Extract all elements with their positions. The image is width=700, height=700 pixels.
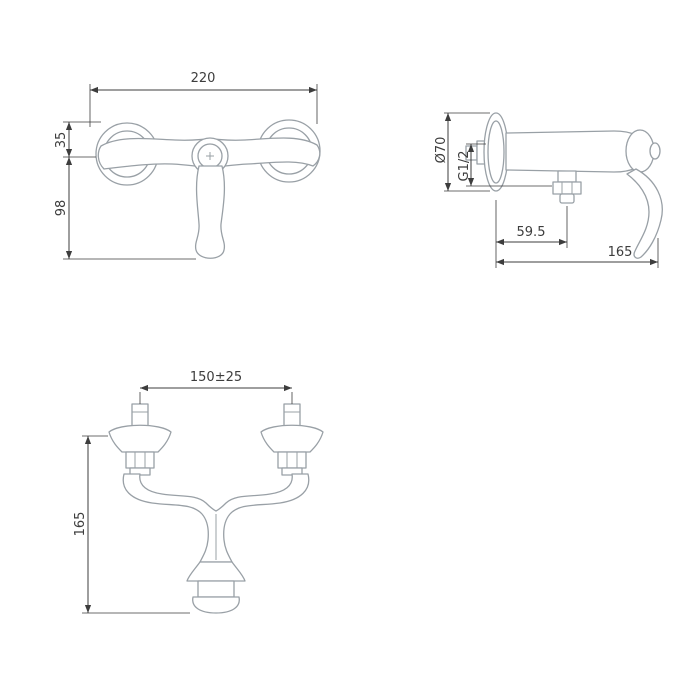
side-view-dimensions: Ø70 G1/2 59.5 165	[434, 112, 659, 268]
dim-thread-label: G1/2	[457, 151, 472, 182]
right-escutcheon-cup	[260, 424, 324, 453]
dim-centers-label: 150±25	[190, 370, 242, 385]
dim-height-label: 165	[73, 512, 88, 537]
spout-cylinder	[197, 580, 235, 598]
spout-bell	[186, 561, 246, 582]
dim-diameter-label: Ø70	[434, 137, 449, 164]
dim-drop-label: 98	[54, 200, 69, 217]
side-lever	[626, 168, 663, 259]
front-view: 220 35 98	[54, 71, 321, 260]
flange-inner	[487, 120, 505, 184]
outlet-neck	[557, 170, 577, 183]
mixer-lever	[194, 165, 226, 259]
dim-outlet-offset-label: 59.5	[517, 225, 546, 240]
bottom-view: 150±25 165	[73, 370, 324, 614]
left-escutcheon-cup	[108, 424, 172, 453]
spout-rim	[192, 596, 240, 614]
dim-width-label: 220	[191, 71, 216, 86]
side-view: Ø70 G1/2 59.5 165	[434, 112, 663, 268]
left-union-nut	[125, 451, 155, 469]
end-knob	[649, 142, 661, 160]
bottom-view-part	[108, 403, 324, 614]
outlet-stub	[559, 193, 575, 204]
front-view-part	[95, 119, 321, 259]
front-view-dimensions: 220 35 98	[54, 71, 318, 260]
outlet-nut	[552, 181, 582, 195]
left-supply-stub	[131, 403, 149, 429]
dim-depth-label: 165	[608, 245, 633, 260]
dim-offset-label: 35	[54, 132, 69, 149]
side-view-part	[465, 112, 663, 259]
right-union-nut	[277, 451, 307, 469]
bottom-view-dimensions: 150±25 165	[73, 370, 293, 614]
right-supply-stub	[283, 403, 301, 429]
